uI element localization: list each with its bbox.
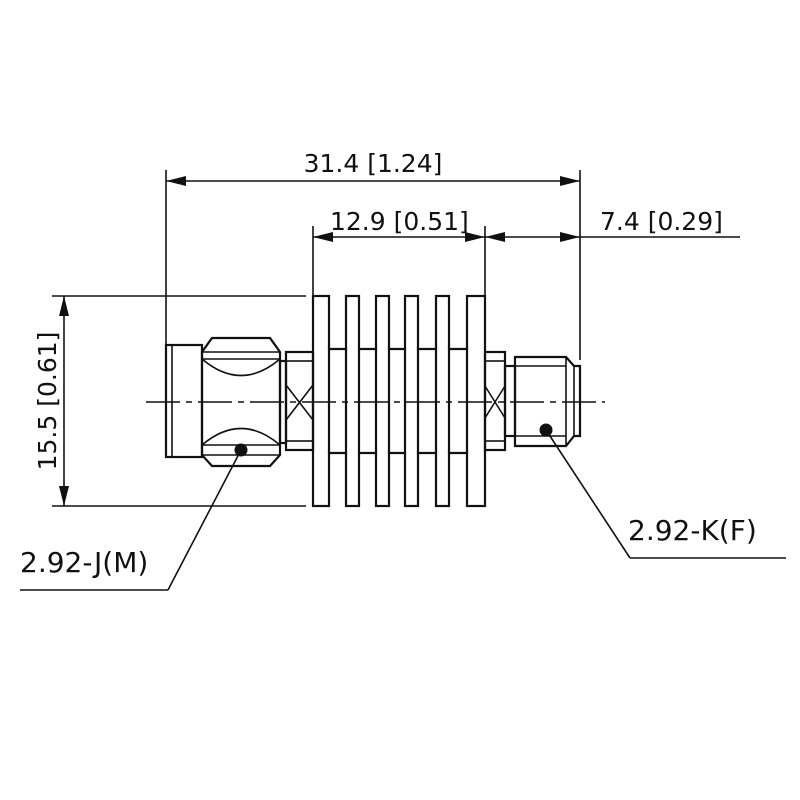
overall-length-dimension: 31.4 [1.24] (165, 149, 581, 360)
female-callout: 2.92-K(F) (539, 423, 786, 559)
overall-length-label: 31.4 [1.24] (304, 149, 443, 178)
female-length-label: 7.4 [0.29] (600, 207, 723, 236)
height-dimension: 15.5 [0.61] (33, 295, 306, 507)
heatsink-length-label: 12.9 [0.51] (330, 207, 469, 236)
female-connector-label: 2.92-K(F) (628, 514, 757, 547)
height-label: 15.5 [0.61] (33, 332, 62, 471)
heatsink (311, 294, 487, 508)
female-length-dimension: 7.4 [0.29] (485, 207, 740, 242)
male-callout: 2.92-J(M) (20, 443, 248, 591)
heatsink-length-dimension: 12.9 [0.51] (312, 207, 486, 296)
male-connector-label: 2.92-J(M) (20, 546, 148, 579)
female-connector (483, 350, 582, 452)
